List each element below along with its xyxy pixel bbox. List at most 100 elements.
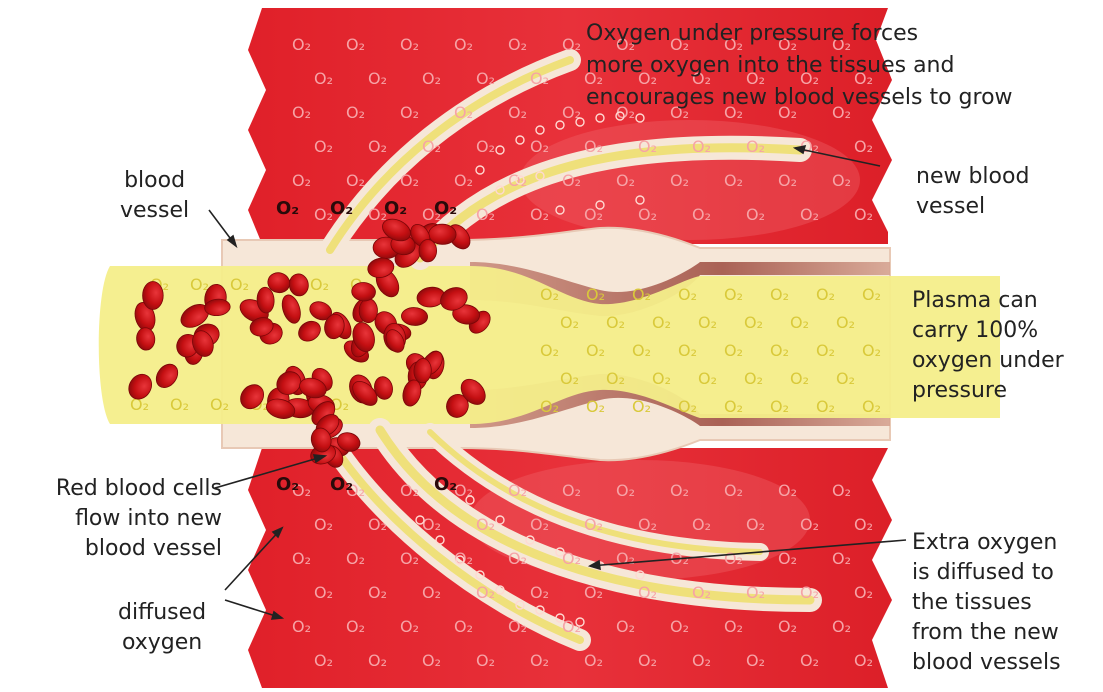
- oxygen-molecule: O₂: [530, 205, 549, 224]
- oxygen-molecule: O₂: [346, 171, 365, 190]
- oxygen-molecule: O₂: [400, 481, 419, 500]
- oxygen-molecule: O₂: [836, 369, 855, 388]
- oxygen-molecule: O₂: [476, 69, 495, 88]
- oxygen-molecule: O₂: [346, 103, 365, 122]
- oxygen-molecule: O₂: [586, 285, 605, 304]
- oxygen-molecule: O₂: [678, 397, 697, 416]
- oxygen-molecule: O₂: [346, 549, 365, 568]
- oxygen-molecule-dark: O₂: [330, 198, 353, 219]
- oxygen-molecule: O₂: [422, 515, 441, 534]
- oxygen-molecule: O₂: [832, 549, 851, 568]
- oxygen-molecule: O₂: [584, 651, 603, 670]
- oxygen-molecule: O₂: [744, 313, 763, 332]
- oxygen-molecule: O₂: [584, 137, 603, 156]
- plasma-label-line-3: oxygen under: [912, 346, 1064, 376]
- oxygen-molecule: O₂: [530, 137, 549, 156]
- oxygen-molecule: O₂: [508, 617, 527, 636]
- oxygen-molecule: O₂: [586, 341, 605, 360]
- extra-oxygen-label-line-4: from the new: [912, 618, 1061, 648]
- oxygen-molecule: O₂: [616, 549, 635, 568]
- oxygen-molecule: O₂: [606, 313, 625, 332]
- oxygen-molecule: O₂: [454, 617, 473, 636]
- oxygen-molecule: O₂: [746, 651, 765, 670]
- plasma-label: Plasma can carry 100% oxygen under press…: [912, 286, 1064, 406]
- oxygen-molecule: O₂: [862, 341, 881, 360]
- oxygen-molecule: O₂: [422, 137, 441, 156]
- oxygen-molecule: O₂: [632, 341, 651, 360]
- oxygen-molecule: O₂: [724, 549, 743, 568]
- oxygen-molecule: O₂: [368, 69, 387, 88]
- extra-oxygen-label-line-5: blood vessels: [912, 648, 1061, 678]
- oxygen-molecule: O₂: [292, 549, 311, 568]
- extra-oxygen-label-line-1: Extra oxygen: [912, 528, 1061, 558]
- blood-vessel-label-line-2: vessel: [120, 196, 189, 226]
- oxygen-molecule: O₂: [862, 397, 881, 416]
- oxygen-molecule: O₂: [210, 395, 229, 414]
- oxygen-molecule: O₂: [562, 171, 581, 190]
- diffused-oxygen-label-line-2: oxygen: [118, 628, 206, 658]
- oxygen-molecule-dark: O₂: [434, 474, 457, 495]
- oxygen-molecule: O₂: [560, 313, 579, 332]
- oxygen-molecule: O₂: [670, 617, 689, 636]
- oxygen-molecule: O₂: [832, 171, 851, 190]
- oxygen-molecule: O₂: [508, 549, 527, 568]
- oxygen-molecule: O₂: [562, 549, 581, 568]
- oxygen-molecule: O₂: [778, 481, 797, 500]
- oxygen-molecule: O₂: [346, 617, 365, 636]
- oxygen-molecule: O₂: [816, 341, 835, 360]
- oxygen-molecule: O₂: [692, 651, 711, 670]
- oxygen-molecule: O₂: [800, 651, 819, 670]
- oxygen-molecule: O₂: [616, 171, 635, 190]
- oxygen-molecule: O₂: [790, 313, 809, 332]
- oxygen-molecule-dark: O₂: [276, 198, 299, 219]
- oxygen-molecule: O₂: [314, 515, 333, 534]
- oxygen-molecule: O₂: [584, 515, 603, 534]
- red-blood-cell: [419, 239, 437, 262]
- oxygen-molecule: O₂: [584, 583, 603, 602]
- oxygen-molecule: O₂: [632, 285, 651, 304]
- oxygen-molecule: O₂: [530, 515, 549, 534]
- oxygen-molecule: O₂: [724, 397, 743, 416]
- oxygen-molecule: O₂: [584, 205, 603, 224]
- oxygen-molecule: O₂: [368, 583, 387, 602]
- oxygen-molecule: O₂: [422, 583, 441, 602]
- oxygen-molecule: O₂: [314, 651, 333, 670]
- oxygen-molecule: O₂: [862, 285, 881, 304]
- oxygen-molecule: O₂: [292, 171, 311, 190]
- oxygen-molecule: O₂: [746, 205, 765, 224]
- blood-vessel-label-line-1: blood: [120, 166, 189, 196]
- blood-vessel-label: blood vessel: [120, 166, 189, 226]
- oxygen-molecule: O₂: [454, 171, 473, 190]
- oxygen-molecule: O₂: [698, 313, 717, 332]
- oxygen-molecule: O₂: [778, 549, 797, 568]
- oxygen-molecule: O₂: [368, 137, 387, 156]
- oxygen-molecule: O₂: [508, 481, 527, 500]
- oxygen-molecule: O₂: [678, 341, 697, 360]
- oxygen-molecule: O₂: [476, 515, 495, 534]
- oxygen-molecule: O₂: [724, 481, 743, 500]
- oxygen-molecule: O₂: [724, 285, 743, 304]
- oxygen-molecule: O₂: [678, 285, 697, 304]
- oxygen-molecule: O₂: [698, 369, 717, 388]
- oxygen-molecule: O₂: [638, 205, 657, 224]
- oxygen-molecule: O₂: [616, 617, 635, 636]
- oxygen-molecule: O₂: [508, 35, 527, 54]
- top-caption-line-3: encourages new blood vessels to grow: [586, 82, 1013, 114]
- oxygen-molecule: O₂: [346, 35, 365, 54]
- oxygen-molecule-dark: O₂: [384, 198, 407, 219]
- oxygen-molecule: O₂: [744, 369, 763, 388]
- oxygen-molecule: O₂: [476, 137, 495, 156]
- oxygen-molecule: O₂: [508, 103, 527, 122]
- oxygen-molecule: O₂: [454, 103, 473, 122]
- oxygen-molecule: O₂: [540, 285, 559, 304]
- oxygen-molecule: O₂: [560, 369, 579, 388]
- plasma-label-line-2: carry 100%: [912, 316, 1064, 346]
- oxygen-molecule: O₂: [530, 651, 549, 670]
- oxygen-molecule: O₂: [562, 481, 581, 500]
- red-blood-cells-label-line-2: flow into new: [10, 504, 222, 534]
- oxygen-molecule: O₂: [638, 651, 657, 670]
- extra-oxygen-label-line-3: the tissues: [912, 588, 1061, 618]
- plasma-label-line-1: Plasma can: [912, 286, 1064, 316]
- oxygen-molecule: O₂: [292, 617, 311, 636]
